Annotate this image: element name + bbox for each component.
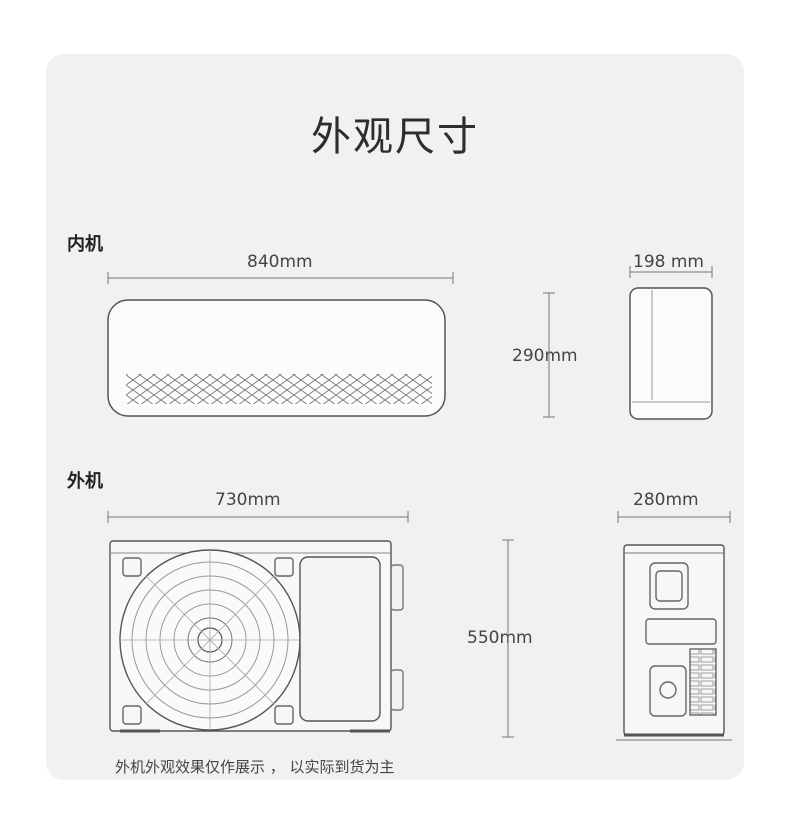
outdoor-height-dimension (502, 539, 514, 738)
indoor-depth-label: 198 mm (633, 252, 704, 272)
indoor-height-dimension (543, 292, 555, 418)
outdoor-width-dimension (107, 511, 409, 523)
indoor-height-label: 290mm (512, 346, 578, 366)
outdoor-depth-label: 280mm (633, 490, 699, 510)
outdoor-height-label: 550mm (467, 628, 533, 648)
outdoor-unit-label: 外机 (67, 471, 103, 492)
disclaimer-note: 外机外观效果仅作展示 ， 以实际到货为主 (115, 758, 395, 776)
indoor-width-label: 840mm (247, 252, 313, 272)
outdoor-unit-front (109, 540, 404, 733)
indoor-width-dimension (107, 272, 454, 284)
indoor-unit-label: 内机 (67, 234, 103, 255)
outdoor-depth-dimension (617, 511, 731, 523)
indoor-unit-front (107, 299, 446, 417)
outdoor-width-label: 730mm (215, 490, 281, 510)
indoor-depth-dimension (629, 266, 713, 278)
outdoor-unit-side (616, 544, 732, 741)
page-title: 外观尺寸 (311, 114, 479, 160)
indoor-unit-side (629, 287, 713, 420)
